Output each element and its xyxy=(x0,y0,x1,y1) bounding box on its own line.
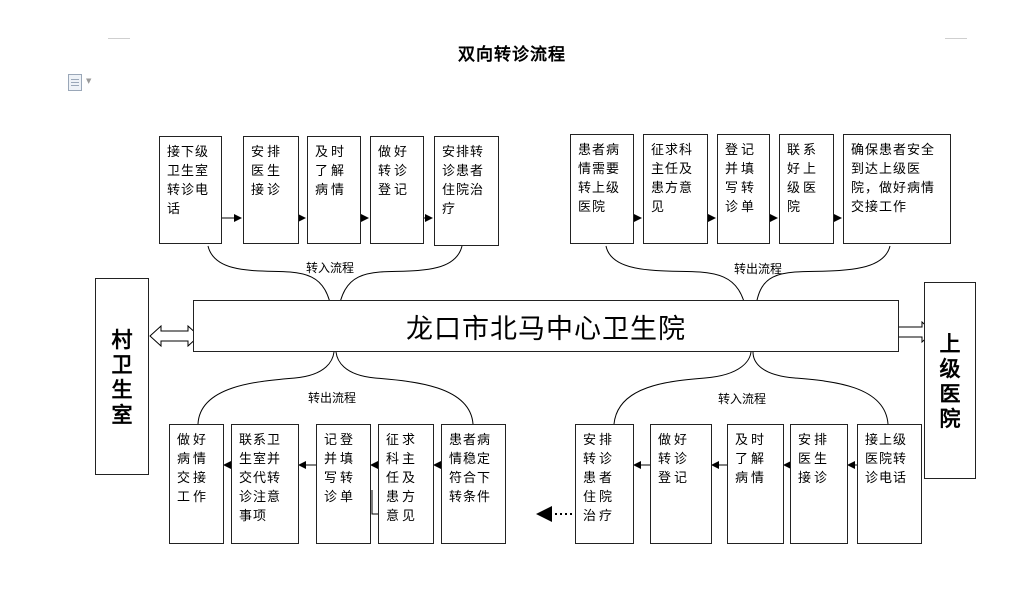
center-hospital-bar: 龙口市北马中心卫生院 xyxy=(193,300,899,352)
center-hospital-name: 龙口市北马中心卫生院 xyxy=(406,313,686,345)
box-tl-3: 及时了解病情 xyxy=(307,136,361,244)
box-br-3: 及时了解病情 xyxy=(727,424,784,544)
page-corner-mark-right xyxy=(945,38,967,39)
flow-label-out-bottom: 转出流程 xyxy=(308,391,357,405)
double-arrow-left xyxy=(149,324,200,348)
curve-left-bottom-1 xyxy=(197,351,335,425)
village-clinic-char: 生 xyxy=(111,376,133,402)
village-clinic-char: 村 xyxy=(111,326,133,352)
box-bl-3: 记登并填写转诊单 xyxy=(316,424,371,544)
box-tr-3: 登记并填写转诊单 xyxy=(717,134,770,244)
flow-label-in-top: 转入流程 xyxy=(306,261,355,275)
village-clinic-char: 卫 xyxy=(111,351,133,377)
box-bl-5: 患者病情稳定符合下转条件 xyxy=(441,424,506,544)
flow-label-in-bottom: 转入流程 xyxy=(718,392,767,406)
box-br-2: 做好转诊登记 xyxy=(650,424,712,544)
curve-right-bottom-1 xyxy=(613,351,752,425)
box-tr-5: 确保患者安全到达上级医院，做好病情交接工作 xyxy=(843,134,951,244)
document-icon[interactable] xyxy=(68,74,82,91)
box-bl-2: 联系卫生室并交代转诊注意事项 xyxy=(231,424,299,544)
higher-hospital-char: 医 xyxy=(939,380,961,406)
higher-hospital-char: 院 xyxy=(939,405,961,431)
box-tl-5: 安排转诊患者住院治疗 xyxy=(434,136,499,246)
box-tr-2: 征求科主任及患方意见 xyxy=(643,134,708,244)
box-tl-1: 接下级卫生室转诊电话 xyxy=(159,136,222,244)
box-tl-4: 做好转诊登记 xyxy=(370,136,424,244)
box-bl-1: 做好病情交接工作 xyxy=(169,424,224,544)
flow-label-out-top: 转出流程 xyxy=(734,262,783,276)
chevron-down-icon[interactable]: ▼ xyxy=(86,77,92,85)
curve-left-bottom-2 xyxy=(335,351,474,425)
box-tr-4: 联系好上级医院 xyxy=(779,134,834,244)
higher-hospital-char: 级 xyxy=(939,355,961,381)
higher-hospital-box: 上 级 医 院 xyxy=(924,282,976,479)
box-br-1: 安排转诊患者住院治疗 xyxy=(575,424,634,544)
box-bl-4: 征求科主任及患方意见 xyxy=(378,424,434,544)
village-clinic-char: 室 xyxy=(111,401,133,427)
box-br-5: 接上级医院转诊电话 xyxy=(857,424,922,544)
box-br-4: 安排医生接诊 xyxy=(790,424,848,544)
higher-hospital-char: 上 xyxy=(939,330,961,356)
village-clinic-box: 村 卫 生 室 xyxy=(95,278,149,475)
page-title: 双向转诊流程 xyxy=(458,45,566,65)
box-tr-1: 患者病情需要转上级医院 xyxy=(570,134,634,244)
curve-right-bottom-2 xyxy=(752,351,889,425)
box-tl-2: 安排医生接诊 xyxy=(243,136,299,244)
page-corner-mark-left xyxy=(108,38,130,39)
